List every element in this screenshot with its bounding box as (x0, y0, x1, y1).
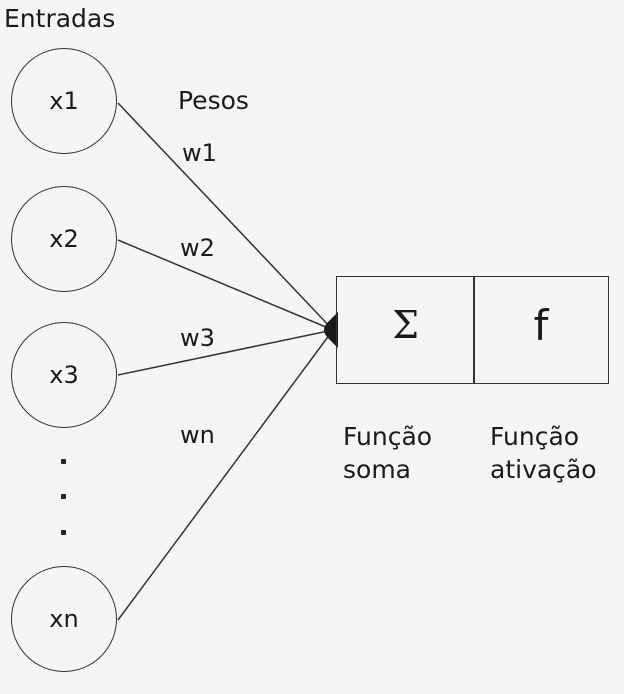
weights-title: Pesos (178, 86, 249, 115)
sum-label-line2: soma (343, 455, 411, 484)
edge-x3 (117, 329, 334, 376)
activation-label-line2: ativação (490, 455, 597, 484)
activation-label-line1: Função (490, 422, 580, 451)
activation-function-box: f (473, 276, 609, 384)
ellipsis-dot-2 (61, 494, 66, 499)
input-node-x3: x3 (11, 322, 117, 428)
input-label-x1: x1 (49, 87, 79, 115)
input-node-xn: xn (11, 566, 117, 672)
sum-symbol: Σ (392, 303, 419, 347)
activation-symbol: f (533, 300, 549, 350)
edge-x1 (117, 102, 334, 331)
weight-label-wn: wn (180, 421, 215, 449)
junction-arrowhead (324, 312, 338, 348)
sum-function-label: Função soma (343, 420, 432, 486)
ellipsis-dot-1 (61, 459, 66, 464)
weight-label-w2: w2 (180, 234, 215, 262)
edge-xn (117, 329, 334, 621)
edge-x2 (117, 239, 334, 331)
input-node-x2: x2 (11, 186, 117, 292)
inputs-title: Entradas (4, 4, 116, 33)
weight-label-w3: w3 (180, 324, 215, 352)
ellipsis-dot-3 (61, 530, 66, 535)
sum-label-line1: Função (343, 422, 433, 451)
input-label-xn: xn (49, 605, 79, 633)
input-node-x1: x1 (11, 48, 117, 154)
weight-label-w1: w1 (182, 139, 217, 167)
input-label-x3: x3 (49, 361, 79, 389)
activation-function-label: Função ativação (490, 420, 597, 486)
sum-function-box: Σ (336, 276, 475, 384)
input-label-x2: x2 (49, 225, 79, 253)
